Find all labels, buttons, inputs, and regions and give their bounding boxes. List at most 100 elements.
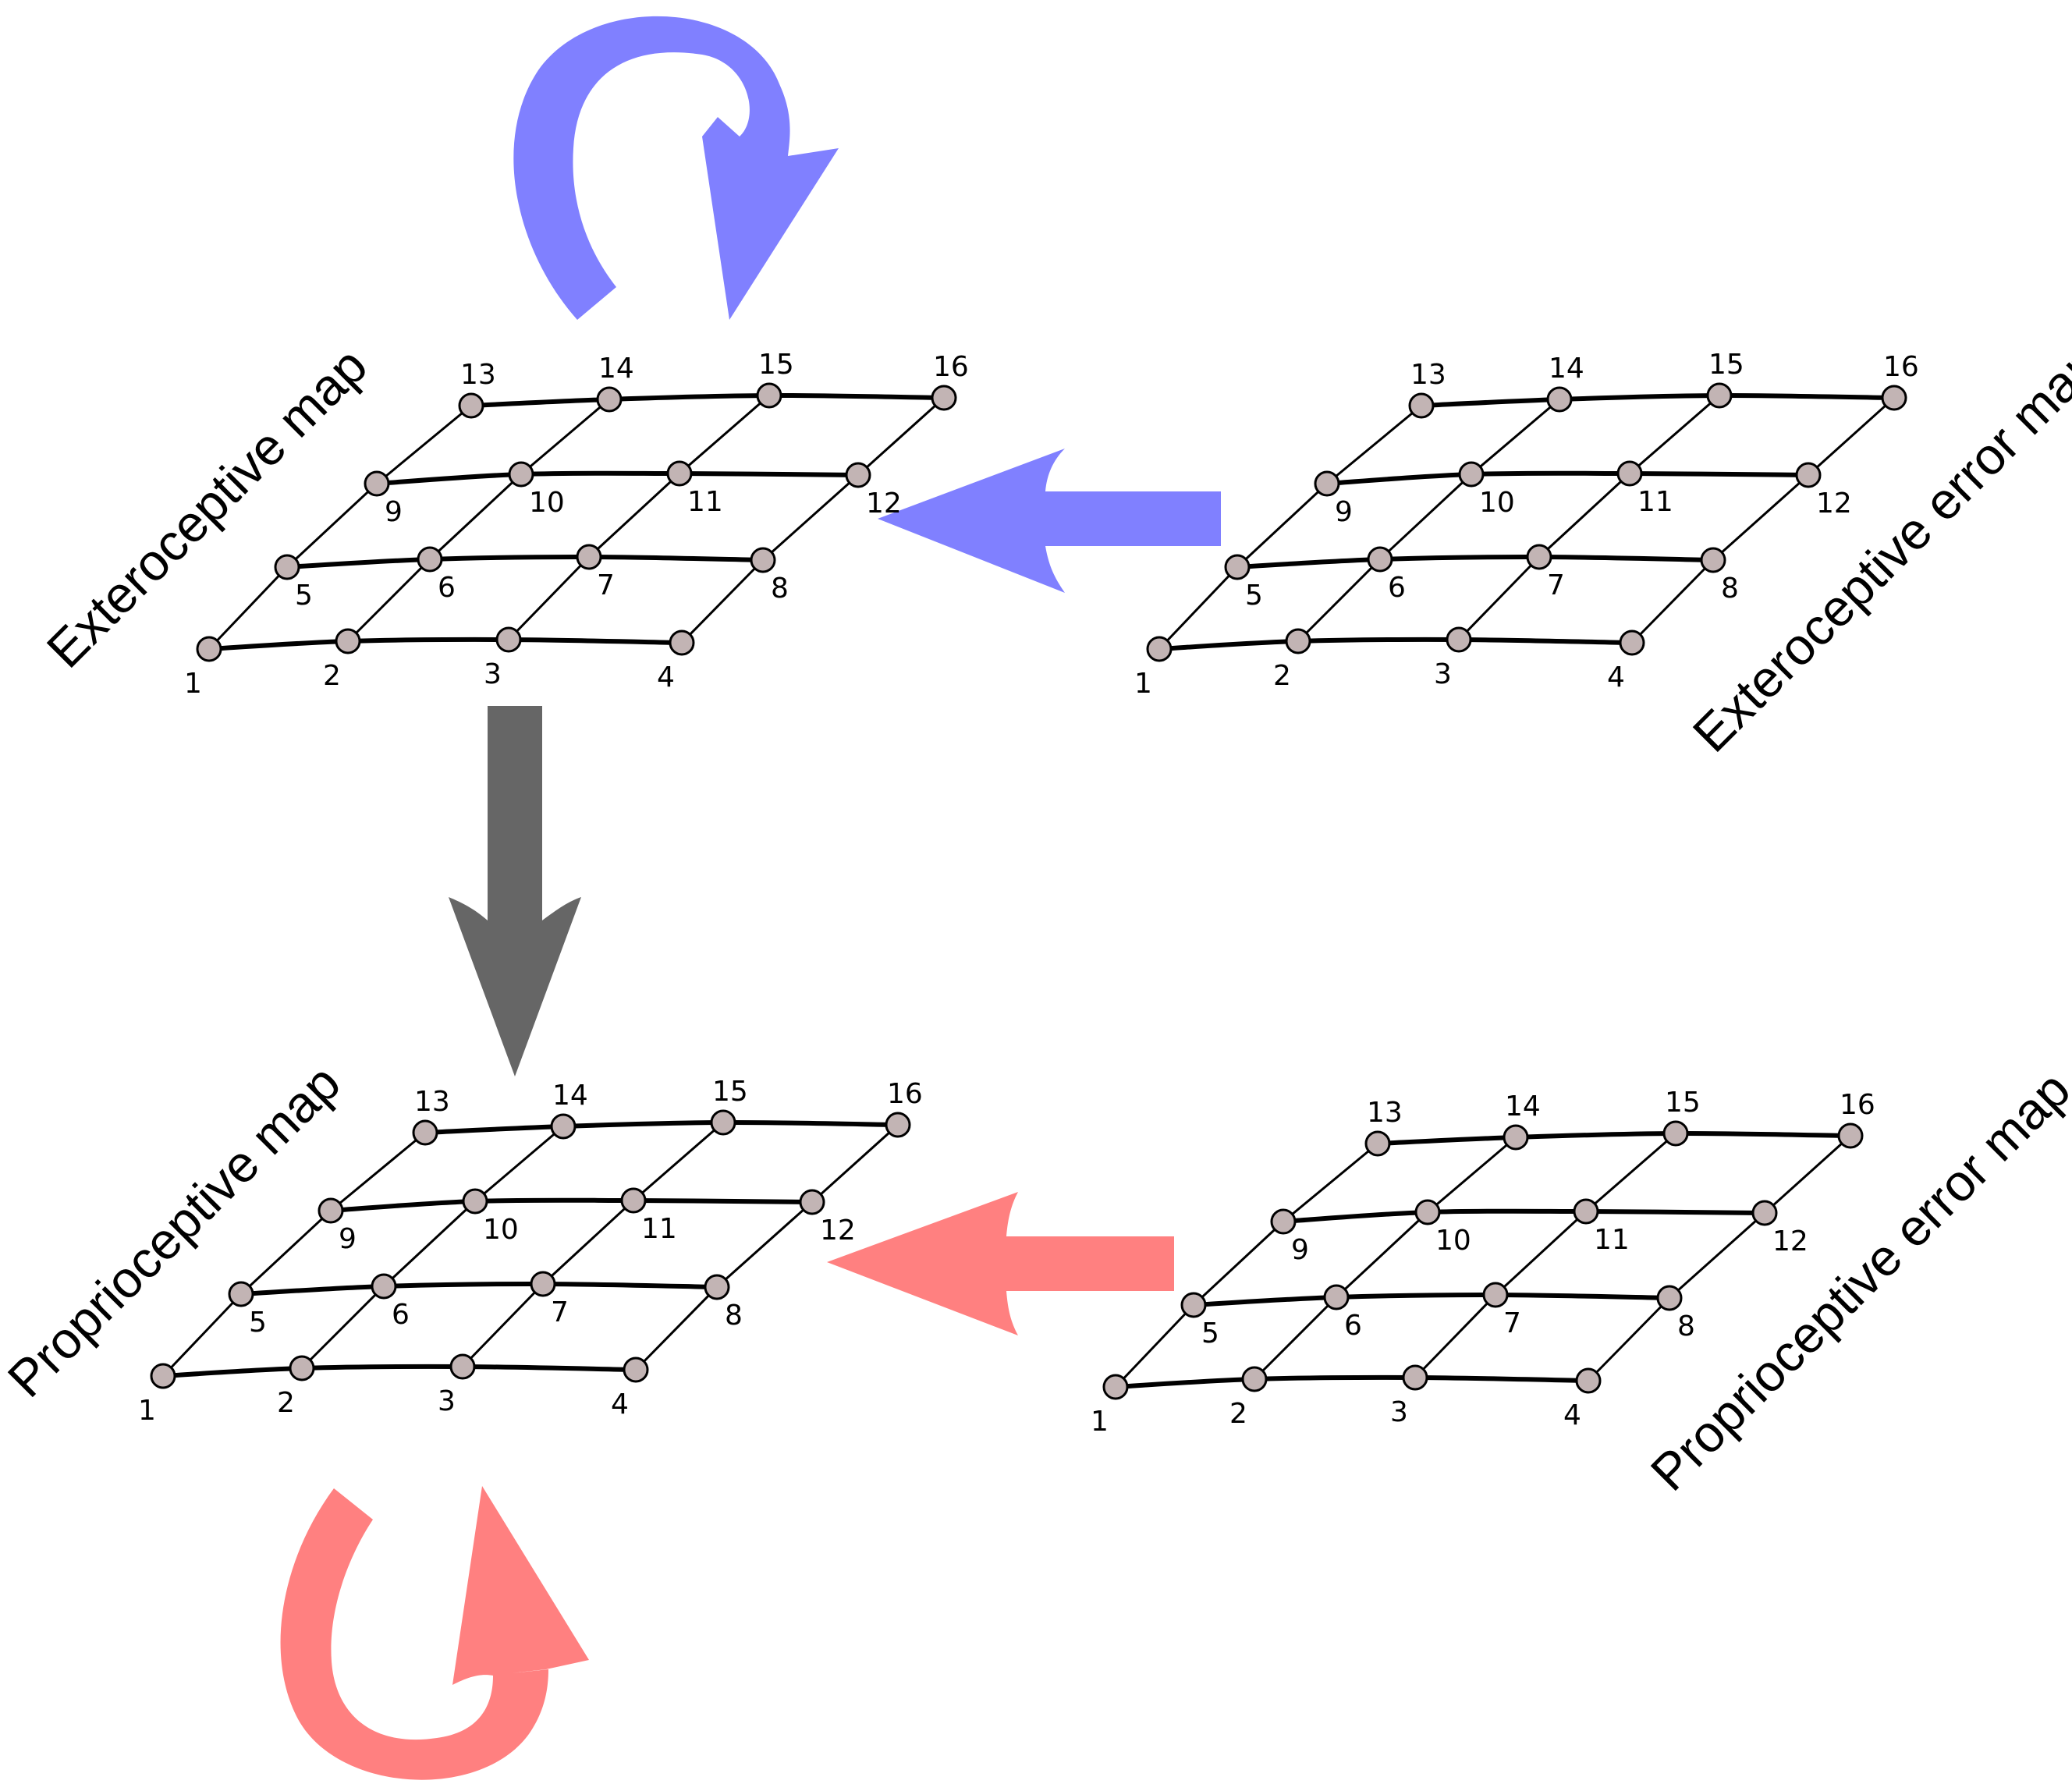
node-label: 8 — [771, 573, 789, 605]
grid-row-edge — [1326, 470, 1809, 486]
node-label: 2 — [277, 1387, 295, 1419]
exteroceptive-error-arrow — [878, 449, 1221, 593]
grid-node — [228, 1281, 254, 1307]
grid-column-edge — [541, 1199, 635, 1286]
grid-row-edge — [1283, 1208, 1765, 1224]
grid-node — [1367, 546, 1393, 573]
grid-column-edge — [330, 1131, 426, 1212]
grid-column-edge — [161, 1293, 243, 1378]
exteroceptive-map-title: Exteroceptive map — [36, 336, 378, 679]
grid-node — [1881, 385, 1907, 411]
node-label: 7 — [1547, 569, 1565, 601]
node-label: 12 — [820, 1215, 856, 1247]
grid-column-edge — [1427, 1136, 1517, 1214]
grid-column-edge — [376, 404, 472, 485]
grid-node — [1146, 636, 1173, 662]
grid-column-edge — [1494, 1210, 1588, 1296]
grid-node — [1751, 1200, 1778, 1226]
grid-column-edge — [1192, 1220, 1285, 1307]
node-label: 6 — [1344, 1310, 1362, 1342]
node-label: 7 — [597, 569, 615, 601]
grid-column-edge — [520, 398, 610, 476]
grid-row-edge — [162, 1364, 637, 1378]
grid-node — [318, 1197, 344, 1224]
grid-column-edge — [1585, 1132, 1676, 1213]
grid-node — [1270, 1208, 1297, 1235]
proprioceptive-recurrent-arrow — [280, 1486, 589, 1780]
node-label: 12 — [1816, 488, 1852, 520]
grid-row-edge — [1158, 637, 1633, 651]
node-label: 3 — [484, 658, 502, 690]
grid-node — [458, 392, 484, 419]
grid-column-edge — [1669, 1211, 1765, 1300]
node-label: 6 — [438, 572, 456, 604]
node-label: 10 — [529, 487, 565, 519]
grid-column-edge — [587, 472, 681, 559]
node-label: 14 — [1505, 1091, 1541, 1122]
grid-node — [710, 1109, 736, 1136]
grid-row-edge — [208, 637, 683, 651]
node-label: 3 — [1390, 1396, 1408, 1428]
grid-column-edge — [474, 1125, 564, 1203]
grid-column-edge — [1538, 472, 1631, 559]
grid-row-edge — [1193, 1292, 1670, 1307]
node-label: 15 — [712, 1076, 748, 1108]
grid-column-edge — [634, 1286, 718, 1371]
grid-column-edge — [811, 1123, 899, 1204]
grid-column-edge — [1283, 1142, 1378, 1223]
grid-column-edge — [1457, 555, 1541, 641]
grid-column-edge — [1335, 1211, 1429, 1299]
grid-column-edge — [1378, 473, 1473, 561]
grid-row-edge — [1115, 1374, 1589, 1389]
grid-node — [845, 462, 871, 488]
grid-node — [1656, 1285, 1683, 1311]
grid-node — [1446, 626, 1472, 653]
node-label: 2 — [1273, 660, 1291, 692]
node-label: 14 — [598, 353, 634, 385]
grid-node — [1526, 544, 1552, 570]
grid-node — [1241, 1366, 1268, 1392]
node-label: 10 — [483, 1214, 519, 1246]
grid-node — [150, 1363, 176, 1389]
grid-column-edge — [679, 394, 770, 475]
grid-column-edge — [633, 1121, 724, 1202]
grid-node — [1795, 462, 1822, 488]
node-label: 4 — [1607, 661, 1625, 693]
grid-node — [1706, 382, 1733, 409]
node-label: 8 — [1677, 1310, 1695, 1342]
proprioceptive-map-title: Proprioceptive map — [0, 1054, 351, 1408]
node-label: 4 — [1563, 1399, 1581, 1431]
grid-row-edge — [240, 1281, 718, 1296]
node-label: 9 — [385, 496, 403, 528]
grid-node — [1285, 628, 1311, 654]
grid-row-edge — [376, 470, 859, 486]
grid-column-edge — [428, 473, 523, 561]
grid-column-edge — [857, 396, 946, 477]
grid-column-edge — [1414, 1293, 1497, 1379]
grid-node — [1414, 1199, 1441, 1225]
grid-node — [1575, 1367, 1602, 1394]
grid-column-edge — [762, 473, 859, 562]
node-label: 11 — [687, 486, 723, 518]
grid-node — [412, 1119, 438, 1146]
grid-node — [274, 554, 300, 580]
node-label: 8 — [725, 1300, 743, 1332]
grid-row-edge — [286, 554, 764, 569]
grid-column-edge — [239, 1209, 332, 1296]
grid-node — [1323, 1284, 1350, 1310]
grid-column-edge — [1253, 1296, 1338, 1381]
grid-node — [1546, 386, 1573, 413]
node-label: 7 — [1503, 1307, 1521, 1339]
grid-node — [364, 470, 390, 497]
node-label: 13 — [1367, 1097, 1403, 1129]
node-label: 1 — [1134, 668, 1152, 700]
grid-column-edge — [1236, 482, 1329, 569]
grid-node — [1503, 1124, 1529, 1151]
grid-node — [495, 626, 522, 653]
exteroceptive-to-proprioceptive-arrow — [449, 706, 581, 1076]
